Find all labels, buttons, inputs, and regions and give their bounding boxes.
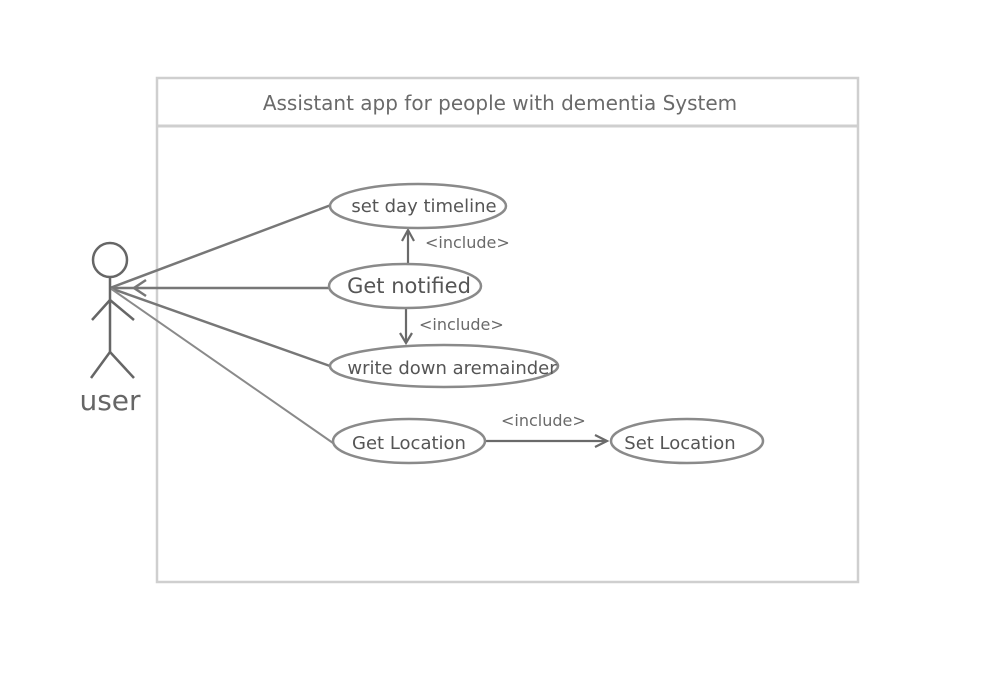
get-location-ellipse (331, 417, 487, 465)
use-case-set-location[interactable]: Set Location (609, 417, 765, 465)
arrowhead-down-icon (399, 332, 413, 346)
write-down-reminder-ellipse (328, 343, 560, 389)
stick-figure-icon (89, 241, 135, 379)
include-label-reminder: <include> (419, 315, 504, 334)
get-notified-label: Get notified (347, 274, 471, 298)
include-dependencies: <include> <include> <include> (399, 227, 610, 448)
include-label-timeline: <include> (425, 233, 510, 252)
actor-user[interactable]: user (79, 241, 141, 417)
system-frame (155, 76, 860, 584)
associations (109, 203, 334, 444)
set-day-timeline-label: set day timeline (351, 196, 496, 217)
use-case-set-day-timeline[interactable]: set day timeline (328, 182, 508, 230)
association-get-location (109, 287, 334, 444)
actor-name-label: user (79, 384, 141, 417)
use-case-get-notified[interactable]: Get notified (327, 262, 483, 310)
get-notified-ellipse (327, 262, 483, 310)
system-boundary: Assistant app for people with dementia S… (155, 76, 860, 584)
set-location-label: Set Location (624, 433, 735, 454)
set-day-timeline-ellipse (328, 182, 508, 230)
association-set-day-timeline (109, 203, 332, 290)
association-arrowhead (131, 278, 147, 298)
get-location-label: Get Location (352, 433, 466, 454)
system-title: Assistant app for people with dementia S… (263, 91, 737, 115)
use-case-write-down-reminder[interactable]: write down aremainder (328, 343, 560, 389)
use-case-get-location[interactable]: Get Location (331, 417, 487, 465)
include-label-location: <include> (501, 411, 586, 430)
arrowhead-right-icon (594, 434, 610, 448)
set-location-ellipse (609, 417, 765, 465)
arrowhead-up-icon (401, 227, 415, 242)
write-down-reminder-label: write down aremainder (347, 358, 557, 379)
association-write-down-reminder (109, 286, 331, 368)
